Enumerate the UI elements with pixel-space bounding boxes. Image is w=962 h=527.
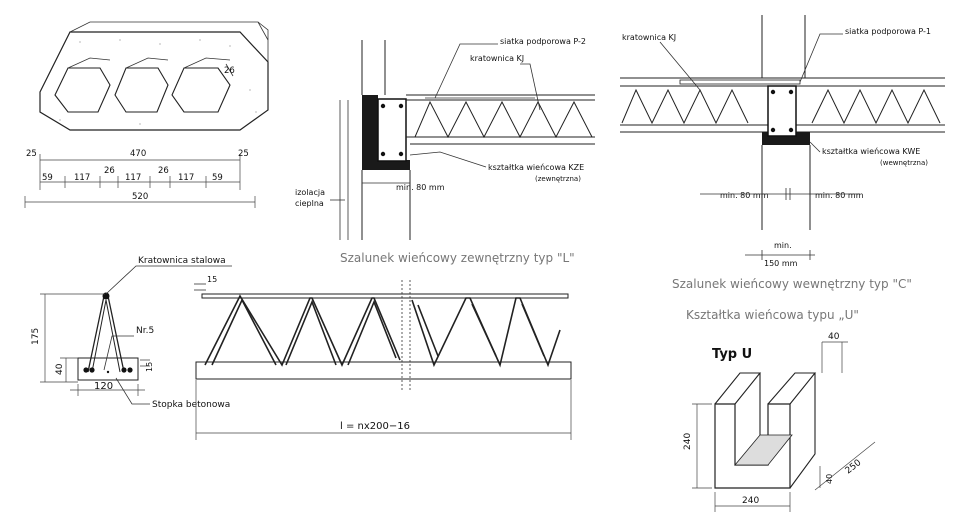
ext-label-min: min. 80 mm: [396, 183, 445, 192]
int-label-mesh: siatka podporowa P-1: [845, 27, 931, 36]
block-wall-dim: 26: [224, 66, 235, 76]
int-caption: Szalunek wieńcowy wewnętrzny typ "C": [672, 277, 912, 291]
u-title: Kształtka wieńcowa typu „U": [686, 308, 859, 322]
u-dim-bottom: 40: [825, 474, 834, 484]
u-shape-drawing: Kształtka wieńcowa typu „U" Typ U 240 24…: [683, 308, 876, 512]
section-label-truss: Kratownica stalowa: [138, 256, 226, 266]
section-dim-40: 40: [55, 363, 65, 375]
truss-elevation-drawing: 15 l = nx200−16: [194, 275, 572, 440]
dim-470: 470: [130, 149, 146, 159]
section-label-foot: Stopka betonowa: [152, 400, 230, 410]
external-formwork-drawing: siatka podporowa P-2 kratownica KJ kszta…: [295, 37, 595, 265]
dim-117-a: 117: [74, 173, 90, 183]
dim-26-a: 26: [104, 166, 115, 176]
section-dim-15: 15: [145, 362, 154, 372]
int-label-shape: kształtka wieńcowa KWE: [822, 147, 920, 156]
ext-caption: Szalunek wieńcowy zewnętrzny typ "L": [340, 251, 575, 265]
section-dim-120: 120: [94, 381, 113, 392]
dim-25-right: 25: [238, 149, 249, 159]
elev-length-formula: l = nx200−16: [340, 421, 410, 432]
int-label-min-bottom-2: 150 mm: [764, 259, 798, 268]
u-dim-top: 40: [828, 332, 840, 342]
int-label-min-left: min. 80 mm: [720, 191, 769, 200]
dim-25-left: 25: [26, 149, 37, 159]
section-label-nr: Nr.5: [136, 326, 154, 336]
ext-label-truss: kratownica KJ: [470, 54, 524, 63]
dim-59-left: 59: [42, 173, 53, 183]
u-dim-width: 240: [742, 496, 759, 506]
int-label-truss: kratownica KJ: [622, 33, 676, 42]
hollow-block-drawing: 26 25 470 25 59 117 26 117 26 117 59 520: [24, 21, 269, 208]
int-label-shape-sub: (wewnętrzna): [880, 159, 928, 167]
truss-section-drawing: 175 40 120 15 Kratownica stalowa Nr.5 St…: [31, 256, 232, 410]
ext-label-shape-sub: (zewnętrzna): [535, 175, 581, 183]
dim-520: 520: [132, 192, 148, 202]
ext-label-mesh: siatka podporowa P-2: [500, 37, 586, 46]
dim-117-b: 117: [125, 173, 141, 183]
u-dim-depth: 250: [844, 458, 864, 477]
dim-26-b: 26: [158, 166, 169, 176]
u-dim-height: 240: [683, 433, 693, 450]
ext-label-shape: kształtka wieńcowa KZE: [488, 163, 584, 172]
dim-117-c: 117: [178, 173, 194, 183]
int-label-min-bottom-1: min.: [774, 241, 792, 250]
int-label-min-right: min. 80 mm: [815, 191, 864, 200]
ext-label-insul-2: cieplna: [295, 199, 324, 208]
elev-dim-15: 15: [207, 275, 217, 284]
dim-59-right: 59: [212, 173, 223, 183]
internal-formwork-drawing: kratownica KJ siatka podporowa P-1 kszta…: [620, 15, 945, 291]
u-type-label: Typ U: [712, 347, 752, 362]
ext-label-insul-1: izolacja: [295, 188, 325, 197]
section-dim-175: 175: [31, 328, 41, 345]
